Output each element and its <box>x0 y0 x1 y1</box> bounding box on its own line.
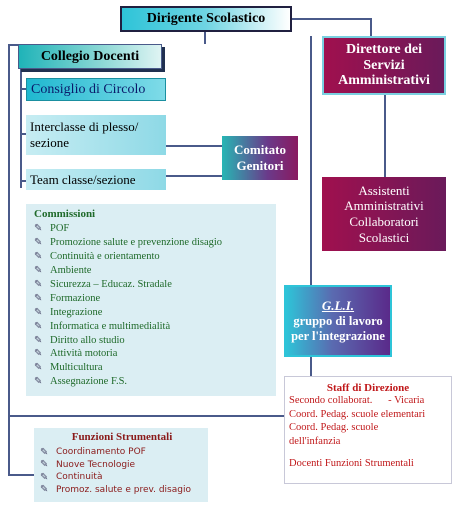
staff-line: Coord. Pedag. scuole dell'infanzia <box>289 422 379 447</box>
connector-line <box>370 18 372 36</box>
connector-line <box>204 30 206 44</box>
list-item: ✎Ambiente <box>34 265 92 277</box>
pencil-icon: ✎ <box>34 292 43 304</box>
staff-line: Docenti Funzioni Strumentali <box>289 457 414 469</box>
connector-line <box>8 474 38 476</box>
gli-acronym: G.L.I. <box>321 298 355 313</box>
direttore-label: Direttore dei Servizi Amministrativi <box>338 42 430 89</box>
team-label: Team classe/sezione <box>30 171 136 187</box>
pencil-icon: ✎ <box>34 334 43 346</box>
gli-text: gruppo di lavoro per l'integrazione <box>291 314 385 343</box>
staff-title: Staff di Direzione <box>326 382 410 394</box>
list-item: ✎Assegnazione F.S. <box>34 376 128 388</box>
comitato-label: Comitato Genitori <box>234 142 286 173</box>
pencil-icon: ✎ <box>34 362 43 374</box>
connector-line <box>8 44 10 474</box>
dirigente-box: Dirigente Scolastico <box>120 6 292 32</box>
staff-line: Coord. Pedag. scuole elementari <box>289 408 426 420</box>
staff-box: Staff di Direzione Secondo collaborat. -… <box>284 376 452 484</box>
interclasse-box: Interclasse di plesso/ sezione <box>26 115 166 155</box>
pencil-icon: ✎ <box>40 471 49 483</box>
pencil-icon: ✎ <box>34 223 43 235</box>
connector-line <box>20 180 26 182</box>
assistenti-box: Assistenti Amministrativi Collaboratori … <box>322 177 446 251</box>
comitato-box: Comitato Genitori <box>222 136 298 180</box>
list-item: ✎Nuove Tecnologie <box>40 459 136 471</box>
list-item: ✎Continuità <box>40 471 103 483</box>
gli-box: G.L.I. gruppo di lavoro per l'integrazio… <box>284 285 392 357</box>
pencil-icon: ✎ <box>34 265 43 277</box>
funzioni-list: ✎Coordinamento POF ✎Nuove Tecnologie ✎Co… <box>40 446 204 496</box>
list-item: ✎Promozione salute e prevenzione disagio <box>34 237 223 249</box>
pencil-icon: ✎ <box>40 446 49 458</box>
list-item: ✎Continuità e orientamento <box>34 251 160 263</box>
funzioni-title: Funzioni Strumentali <box>71 431 173 443</box>
connector-line <box>8 415 284 417</box>
list-item: ✎Attività motoria <box>34 348 118 360</box>
direttore-box: Direttore dei Servizi Amministrativi <box>322 36 446 95</box>
team-box: Team classe/sezione <box>26 169 166 190</box>
collegio-box: Collegio Docenti <box>18 44 162 69</box>
pencil-icon: ✎ <box>34 279 43 290</box>
consiglio-box: Consiglio di Circolo <box>26 78 166 101</box>
list-item: ✎Promoz. salute e prev. disagio <box>40 484 191 496</box>
commissioni-list: ✎POF ✎Promozione salute e prevenzione di… <box>34 222 272 389</box>
list-item: ✎Formazione <box>34 292 101 304</box>
connector-line <box>166 175 222 177</box>
consiglio-label: Consiglio di Circolo <box>31 81 146 97</box>
pencil-icon: ✎ <box>34 376 43 388</box>
pencil-icon: ✎ <box>34 306 43 318</box>
funzioni-box: Funzioni Strumentali ✎Coordinamento POF … <box>34 428 208 502</box>
list-item: ✎Informatica e multimedialità <box>34 320 171 332</box>
connector-line <box>20 88 26 90</box>
list-item: ✎Diritto allo studio <box>34 334 125 346</box>
pencil-icon: ✎ <box>34 320 43 332</box>
interclasse-label: Interclasse di plesso/ sezione <box>30 118 139 150</box>
pencil-icon: ✎ <box>34 237 43 249</box>
assistenti-label: Assistenti Amministrativi Collaboratori … <box>344 182 424 245</box>
connector-line <box>290 18 370 20</box>
list-item: ✎Coordinamento POF <box>40 446 146 458</box>
staff-line: Secondo collaborat. - Vicaria <box>289 395 425 406</box>
commissioni-box: Commissioni ✎POF ✎Promozione salute e pr… <box>26 204 276 396</box>
list-item: ✎Sicurezza – Educaz. Stradale <box>34 279 172 290</box>
connector-line <box>384 95 386 177</box>
connector-line <box>8 44 20 46</box>
list-item: ✎Integrazione <box>34 306 103 318</box>
pencil-icon: ✎ <box>40 459 49 471</box>
pencil-icon: ✎ <box>40 484 49 496</box>
list-item: ✎POF <box>34 223 70 235</box>
pencil-icon: ✎ <box>34 251 43 263</box>
pencil-icon: ✎ <box>34 348 43 360</box>
connector-line <box>20 68 22 188</box>
list-item: ✎Multicultura <box>34 362 103 374</box>
commissioni-title: Commissioni <box>34 208 96 220</box>
connector-line <box>20 133 26 135</box>
dirigente-label: Dirigente Scolastico <box>146 11 266 26</box>
connector-line <box>310 36 312 376</box>
collegio-label: Collegio Docenti <box>40 48 140 64</box>
connector-line <box>166 145 222 147</box>
